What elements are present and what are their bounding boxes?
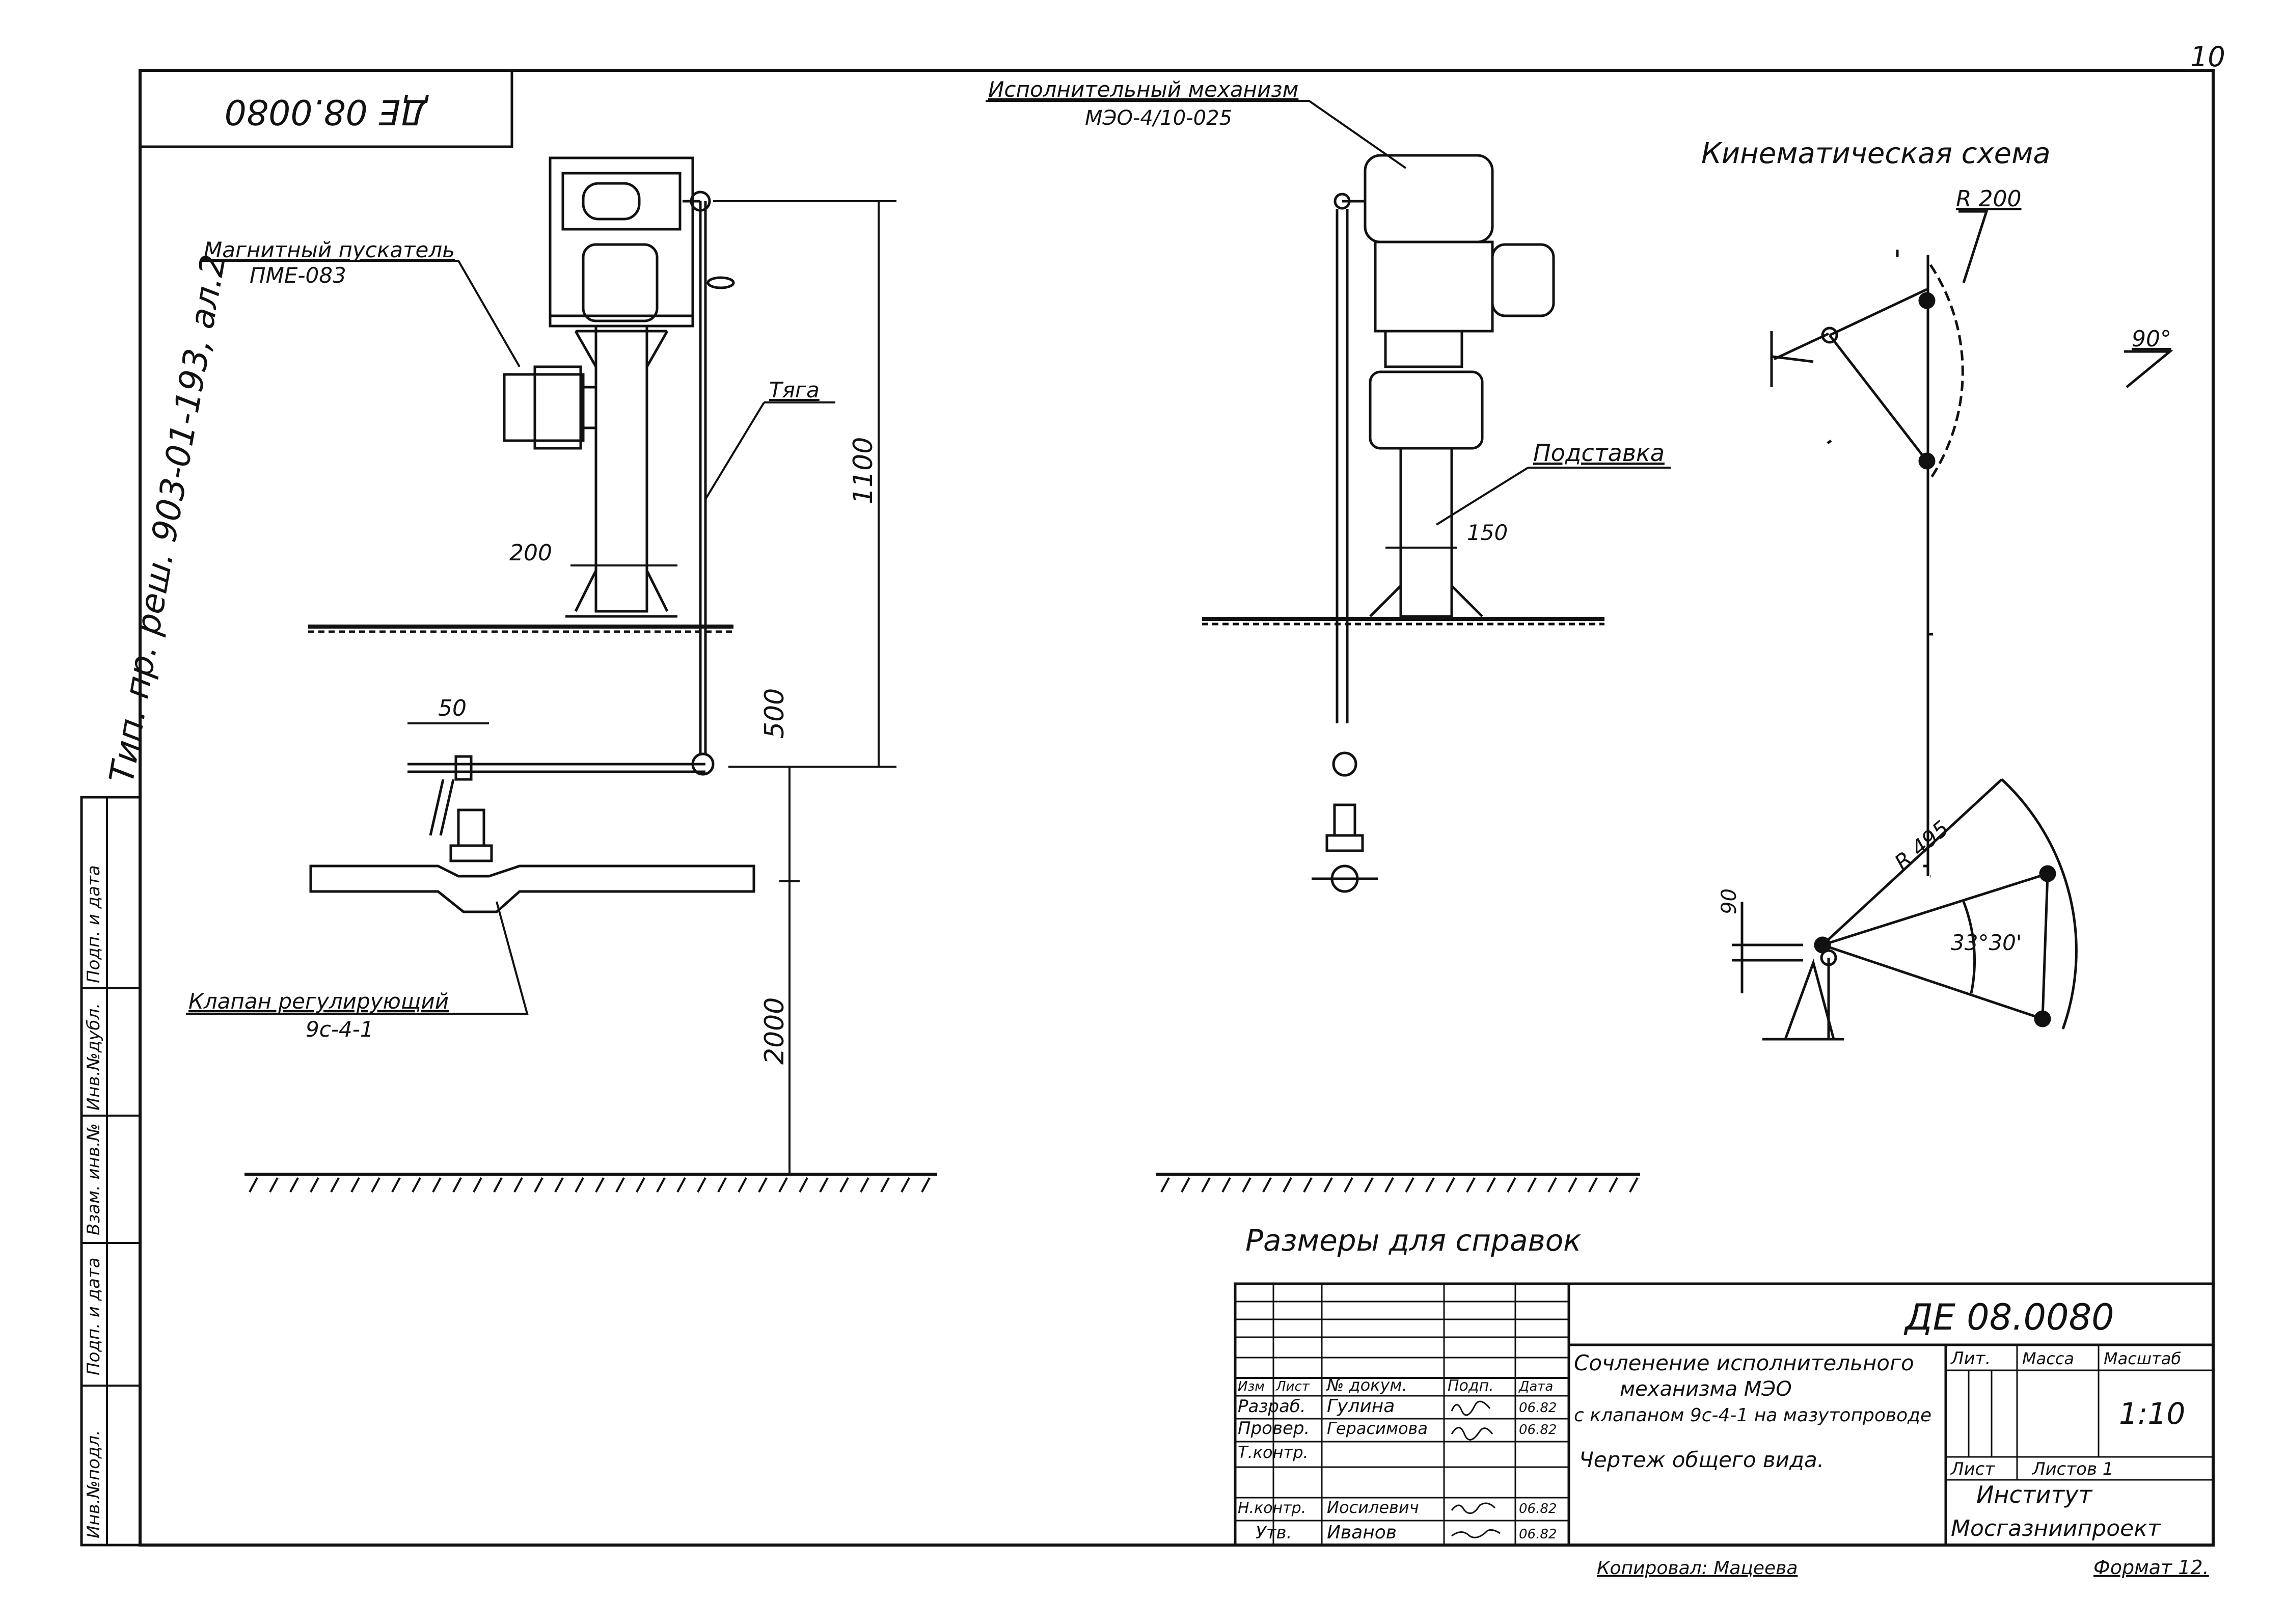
footer-copied-by: Копировал: Мацеева: [1597, 1558, 1798, 1579]
tb-row-name: Гулина: [1327, 1396, 1395, 1417]
view1-ground-hatch: [249, 1177, 931, 1193]
kin-dim90: 90: [1718, 888, 1741, 914]
title-block: [1234, 1282, 2215, 1547]
strip-cell-vzam-inv: Взам. инв.№: [84, 1123, 104, 1235]
sheet-number: 10: [2190, 41, 2225, 73]
tb-row-role: Утв.: [1256, 1523, 1292, 1543]
tb-row-name: Герасимова: [1327, 1419, 1428, 1438]
tb-scale-label: Масштаб: [2104, 1349, 2181, 1368]
tb-title-line2: механизма МЭО: [1620, 1377, 1792, 1401]
view1-front-drawing: [244, 156, 937, 1176]
valve-label: Клапан регулирующий: [188, 989, 449, 1014]
tb-row-date: 06.82: [1519, 1527, 1557, 1542]
strip-cell-inv-podl: Инв.№подл.: [84, 1430, 104, 1538]
tb-row-role: Н.контр.: [1238, 1499, 1306, 1517]
signature-marks: [1451, 1400, 1501, 1538]
strip-cell-podp-data-2: Подп. и дата: [84, 865, 104, 983]
starter-label: Магнитный пускатель: [204, 237, 455, 262]
side-reference: Тип. пр. реш. 903-01-193, ал.2: [102, 252, 233, 786]
tb-row-role: Провер.: [1238, 1418, 1310, 1439]
left-strip: Инв.№подл. Подп. и дата Взам. инв.№ Инв.…: [80, 796, 142, 1547]
tb-row-role: Разраб.: [1238, 1396, 1306, 1417]
kin-r495: R 495: [1890, 816, 1953, 875]
view2-ground-hatch: [1160, 1177, 1639, 1193]
tb-row-name: Иосилевич: [1327, 1498, 1419, 1517]
starter-code: ПМЕ-083: [250, 263, 346, 288]
tb-col-izm: Изм: [1238, 1379, 1265, 1394]
drawing-frame: [139, 69, 2215, 1547]
kin-r200: R 200: [1956, 186, 2022, 212]
dim-500: 500: [759, 688, 790, 739]
dim-50: 50: [438, 695, 467, 721]
valve-code: 9с-4-1: [306, 1017, 374, 1042]
tb-row-role: Т.контр.: [1238, 1443, 1309, 1462]
tb-doc-code: ДЕ 08.0080: [1903, 1296, 2114, 1338]
kinematic-title: Кинематическая схема: [1701, 137, 2051, 170]
kin-angle90: 90°: [2132, 326, 2171, 352]
tb-col-podp: Подп.: [1448, 1377, 1494, 1395]
mech-code: МЭО-4/10-025: [1085, 106, 1232, 130]
view2-side-drawing: [1156, 154, 1640, 1176]
tb-col-list: Лист: [1275, 1379, 1310, 1394]
kinematic-drawing: [1732, 210, 2173, 1041]
tb-org-line1: Институт: [1976, 1481, 2092, 1508]
kin-angle3330: 33°30': [1951, 930, 2022, 955]
dim-200: 200: [509, 540, 552, 566]
stamp-box: ДЕ 08.0080: [139, 69, 513, 148]
tb-lit-label: Лит.: [1950, 1348, 1991, 1369]
dim-2000: 2000: [759, 997, 790, 1065]
tb-row-date: 06.82: [1519, 1400, 1557, 1416]
tb-title-line4: Чертеж общего вида.: [1579, 1447, 1824, 1472]
strip-cell-podp-data-1: Подп. и дата: [84, 1257, 104, 1375]
stamp-code: ДЕ 08.0080: [225, 91, 429, 131]
tb-col-date: Дата: [1518, 1379, 1553, 1394]
tb-row-name: Иванов: [1327, 1522, 1397, 1543]
stand-label: Подставка: [1533, 439, 1665, 467]
tb-col-doc: № докум.: [1326, 1375, 1407, 1395]
reference-note: Размеры для справок: [1245, 1223, 1581, 1258]
dim-150: 150: [1467, 520, 1508, 545]
tb-sheets-label: Листов 1: [2031, 1459, 2113, 1479]
footer-format: Формат 12.: [2093, 1556, 2209, 1579]
tb-sheet-label: Лист: [1950, 1459, 1995, 1479]
mech-label: Исполнительный механизм: [988, 77, 1298, 102]
tb-org-line2: Мосгазниипроект: [1951, 1515, 2161, 1541]
view1-dimensions: [407, 200, 896, 1174]
tb-scale-value: 1:10: [2119, 1396, 2185, 1431]
view1-leaders: [186, 260, 835, 1015]
dim-1100: 1100: [848, 437, 879, 504]
tb-row-date: 06.82: [1519, 1501, 1557, 1517]
tb-mass-label: Масса: [2022, 1349, 2074, 1368]
tb-row-date: 06.82: [1519, 1422, 1557, 1438]
view2-leaders: [986, 100, 1671, 549]
rod-label: Тяга: [769, 377, 820, 402]
strip-cell-inv-dubl: Инв.№дубл.: [84, 1003, 104, 1111]
tb-title-line1: Сочленение исполнительного: [1574, 1350, 1914, 1375]
tb-title-line3: с клапаном 9с-4-1 на мазутопроводе: [1574, 1405, 1931, 1426]
